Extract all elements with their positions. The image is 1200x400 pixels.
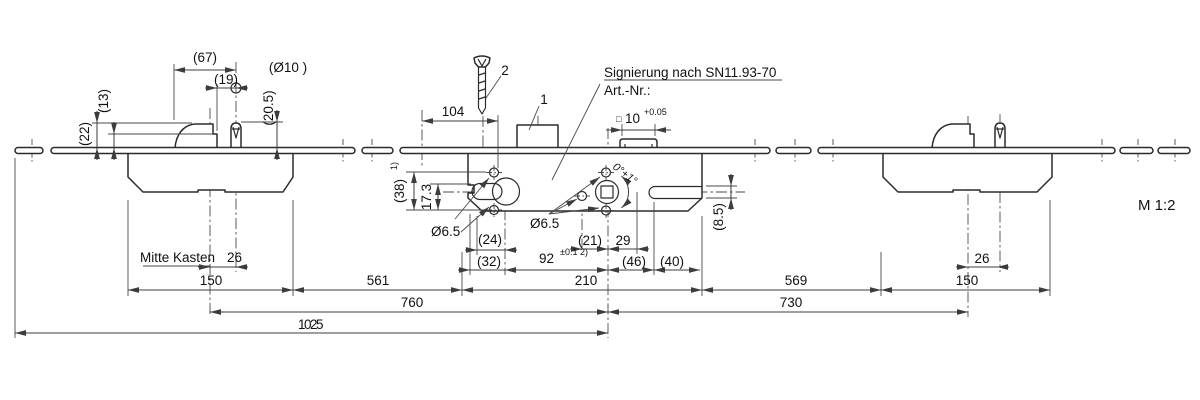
hook-cam-right (931, 123, 975, 149)
lock-case-left (127, 152, 294, 193)
dim-67-label: (67) (193, 50, 217, 65)
dim-104-label: 104 (442, 104, 465, 119)
dim-dia10-label: (Ø10 ) (269, 60, 307, 75)
dim-8_5-label: (8.5) (711, 203, 726, 231)
lock-case-right (882, 152, 1053, 193)
hook-cam-left (174, 123, 218, 149)
dim-32-label: (32) (477, 254, 501, 269)
square-10-tolerance: +0.05 (644, 107, 667, 117)
dia-6_5-mid-label: Ø6.5 (530, 216, 559, 231)
dim-38-label: (38) (392, 179, 407, 203)
square-10-label: 10 (625, 111, 640, 126)
dim-92-label: 92 (539, 251, 554, 266)
part2-callout: 2 (501, 63, 509, 78)
connecting-rod-slot (648, 185, 702, 200)
mushroom-pin-right (994, 122, 1006, 149)
dim-21-label: (21) (578, 233, 602, 248)
dim-26-right-label: 26 (974, 251, 989, 266)
dim-26-left-label: 26 (227, 250, 242, 265)
dim-13-label: (13) (96, 89, 111, 113)
dim-24-label: (24) (478, 232, 502, 247)
fixing-holes (486, 165, 614, 218)
dim-38-footnote: 1) (389, 162, 399, 170)
dim-210-label: 210 (575, 273, 598, 288)
dim-22-label: (22) (77, 122, 92, 146)
dia-6_5-left-label: Ø6.5 (431, 224, 460, 239)
dim-40-label: (40) (660, 254, 684, 269)
dim-19-label: (19) (214, 72, 238, 87)
mitte-kasten-note: Mitte Kasten (140, 250, 215, 265)
dim-150-left-label: 150 (200, 273, 223, 288)
artnr-note: Art.-Nr.: (604, 83, 651, 98)
dimension-labels: (67) (Ø10 ) (19) (22) (13) (20.5) 104 (3… (77, 50, 990, 332)
spindle-square-hole (594, 175, 632, 209)
dim-730-label: 730 (780, 295, 803, 310)
dim-569-label: 569 (785, 273, 808, 288)
dim-46-label: (46) (622, 254, 646, 269)
square-guide-bracket (619, 138, 658, 149)
mounting-screw-part2 (473, 55, 491, 115)
square-symbol: □ (616, 114, 622, 124)
cover-block-part1 (516, 124, 559, 149)
main-lock-case (467, 152, 703, 212)
part1-callout: 1 (540, 92, 548, 107)
face-rail (14, 146, 1191, 155)
dim-561-label: 561 (367, 273, 390, 288)
scale-note: M 1:2 (1138, 197, 1176, 214)
dim-20_5-label: (20.5) (261, 90, 276, 125)
dim-17_3-label: 17.3 (419, 184, 434, 210)
dim-92-tolerance: ±0.1 2) (560, 247, 588, 257)
dim-1025-label: 1025 (298, 317, 323, 332)
dimension-lines (15, 67, 1050, 336)
leader-lines (454, 75, 782, 233)
dim-760-label: 760 (401, 295, 424, 310)
dim-29-label: 29 (615, 233, 630, 248)
signierung-note: Signierung nach SN11.93-70 (604, 65, 776, 80)
mushroom-pin-left (230, 122, 242, 149)
dim-150-right-label: 150 (956, 273, 979, 288)
